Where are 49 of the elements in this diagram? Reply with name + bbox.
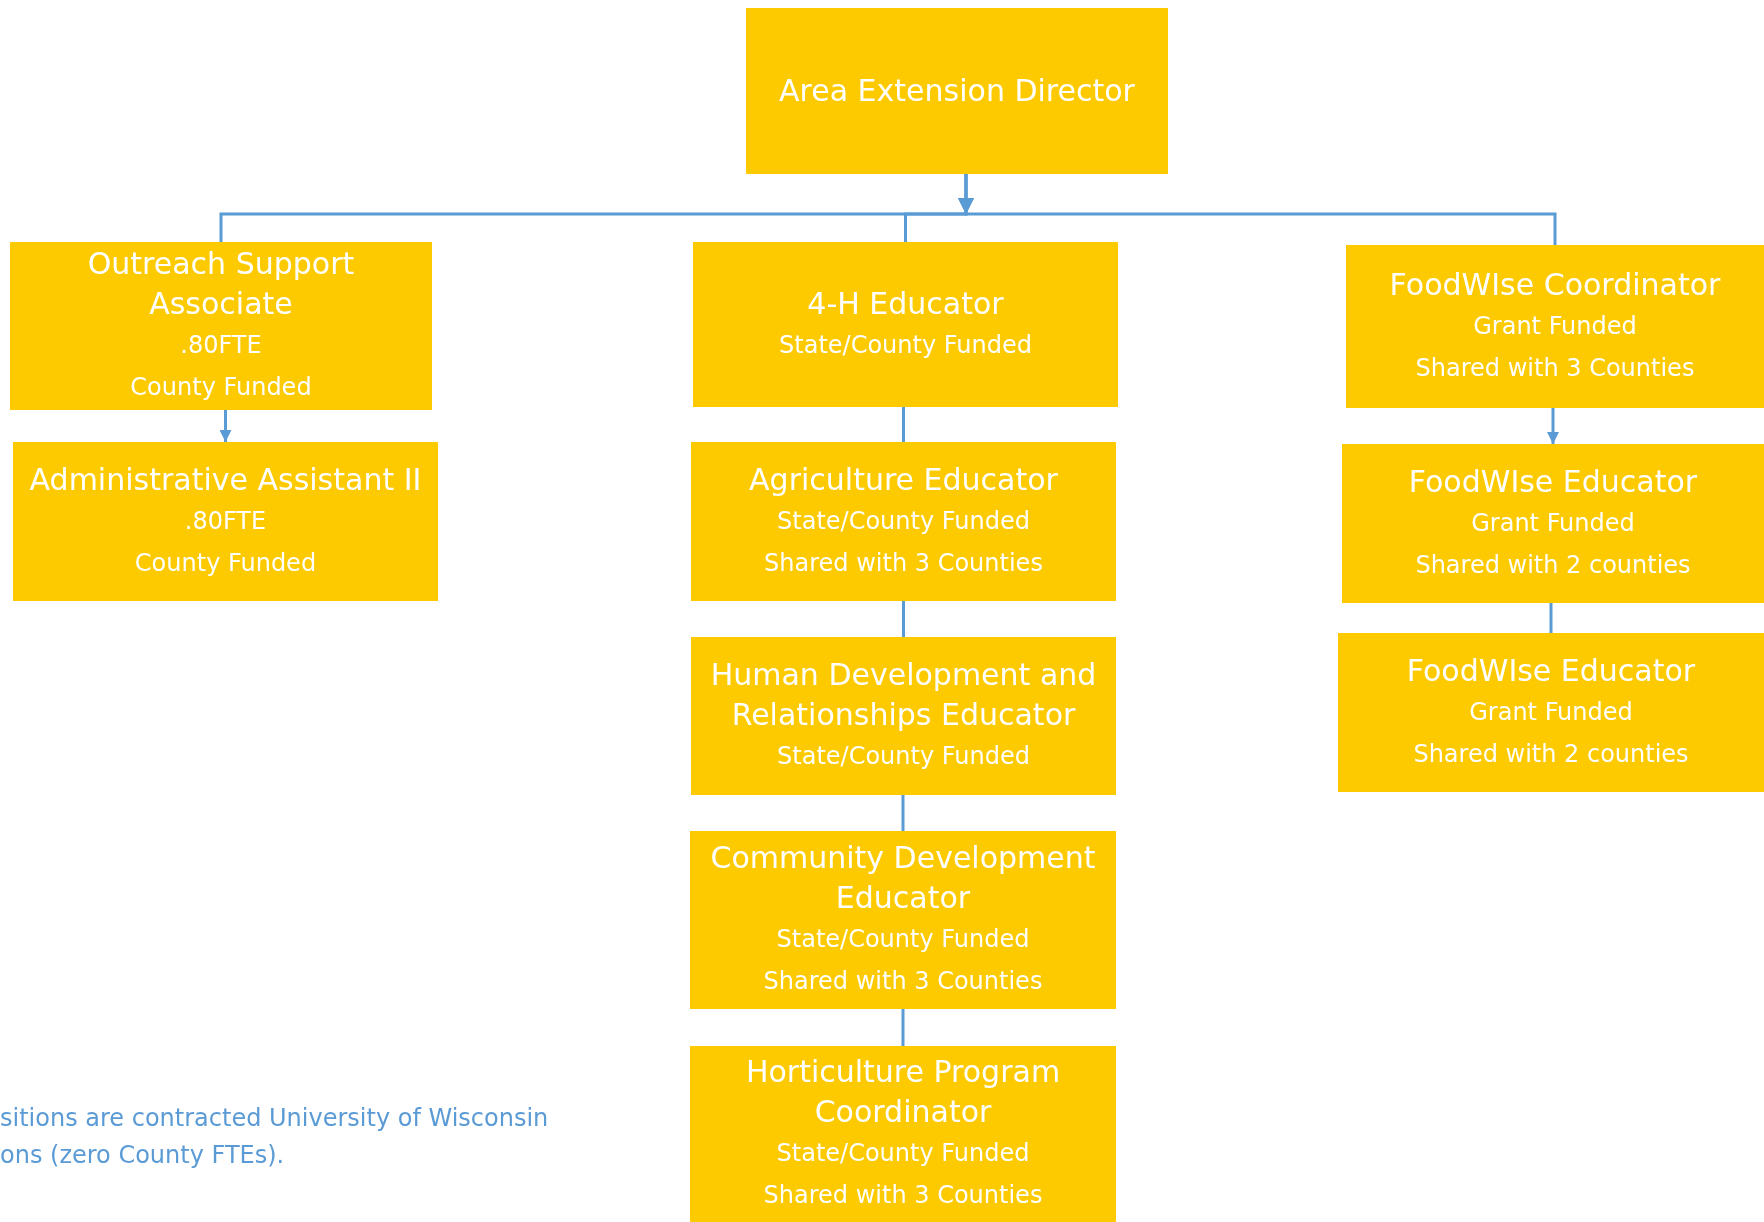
position-detail: County Funded xyxy=(130,372,312,403)
position-box xyxy=(693,242,1118,407)
position-box xyxy=(690,1046,1116,1222)
position-detail: Grant Funded xyxy=(1471,507,1635,539)
connector xyxy=(958,174,1557,245)
position-detail: Shared with 3 Counties xyxy=(764,547,1043,579)
position-detail: Shared with 3 Counties xyxy=(763,966,1043,997)
position-box xyxy=(1342,444,1764,603)
position-detail: State/County Funded xyxy=(776,1138,1030,1169)
position-detail: Grant Funded xyxy=(1469,696,1633,728)
position-detail: .80FTE xyxy=(180,330,262,361)
position-detail: Shared with 3 Counties xyxy=(1415,352,1695,384)
connector xyxy=(1549,603,1553,633)
position-box xyxy=(746,8,1168,174)
position-detail: Shared with 3 Counties xyxy=(763,1180,1043,1211)
position-title: FoodWIse Educator xyxy=(1408,462,1698,501)
position-title: Community Development Educator xyxy=(709,839,1097,917)
position-title: Area Extension Director xyxy=(779,72,1135,110)
connector xyxy=(902,601,905,637)
position-box xyxy=(10,242,432,410)
position-box xyxy=(13,442,438,601)
position-box xyxy=(1346,245,1764,408)
position-title: Human Development and Relationships Educator xyxy=(709,656,1098,734)
position-detail: Grant Funded xyxy=(1473,310,1637,342)
position-box xyxy=(1338,633,1764,792)
position-title: Outreach Support Associate xyxy=(86,245,356,323)
connector xyxy=(219,410,232,442)
position-detail: State/County Funded xyxy=(777,505,1030,537)
connector xyxy=(901,1009,905,1046)
position-box xyxy=(690,831,1116,1009)
position-title: Administrative Assistant II xyxy=(29,460,422,499)
position-box xyxy=(691,442,1116,601)
position-box xyxy=(691,637,1116,795)
position-title: Horticulture Program Coordinator xyxy=(744,1053,1062,1131)
position-detail: Shared with 2 counties xyxy=(1415,549,1691,581)
position-title: FoodWIse Educator xyxy=(1406,651,1696,690)
position-detail: .80FTE xyxy=(184,505,267,537)
position-detail: State/County Funded xyxy=(777,741,1030,772)
position-title: FoodWIse Coordinator xyxy=(1389,265,1721,304)
position-detail: State/County Funded xyxy=(779,329,1032,361)
position-detail: Shared with 2 counties xyxy=(1413,738,1689,770)
connector xyxy=(902,407,905,442)
position-detail: State/County Funded xyxy=(776,924,1030,955)
position-title: 4-H Educator xyxy=(807,284,1004,323)
note-text: sitions are contracted University of Wisconsin ons (zero County FTEs). xyxy=(0,1103,550,1171)
position-detail: County Funded xyxy=(134,547,317,579)
position-title: Agriculture Educator xyxy=(749,460,1058,499)
connector xyxy=(1547,408,1559,444)
connector xyxy=(901,795,905,831)
